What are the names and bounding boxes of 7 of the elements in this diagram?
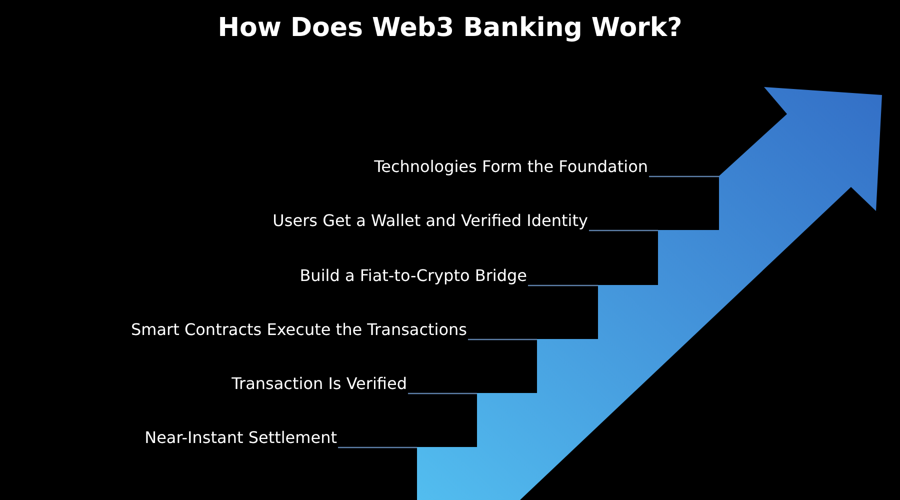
step-label: Users Get a Wallet and Verified Identity — [272, 210, 588, 232]
title: How Does Web3 Banking Work? — [218, 13, 682, 43]
step-label: Build a Fiat-to-Crypto Bridge — [300, 265, 527, 287]
step-label: Near-Instant Settlement — [144, 427, 337, 449]
step-label: Transaction Is Verified — [232, 373, 407, 395]
step-label: Technologies Form the Foundation — [374, 156, 648, 178]
step-label: Smart Contracts Execute the Transactions — [130, 319, 467, 341]
